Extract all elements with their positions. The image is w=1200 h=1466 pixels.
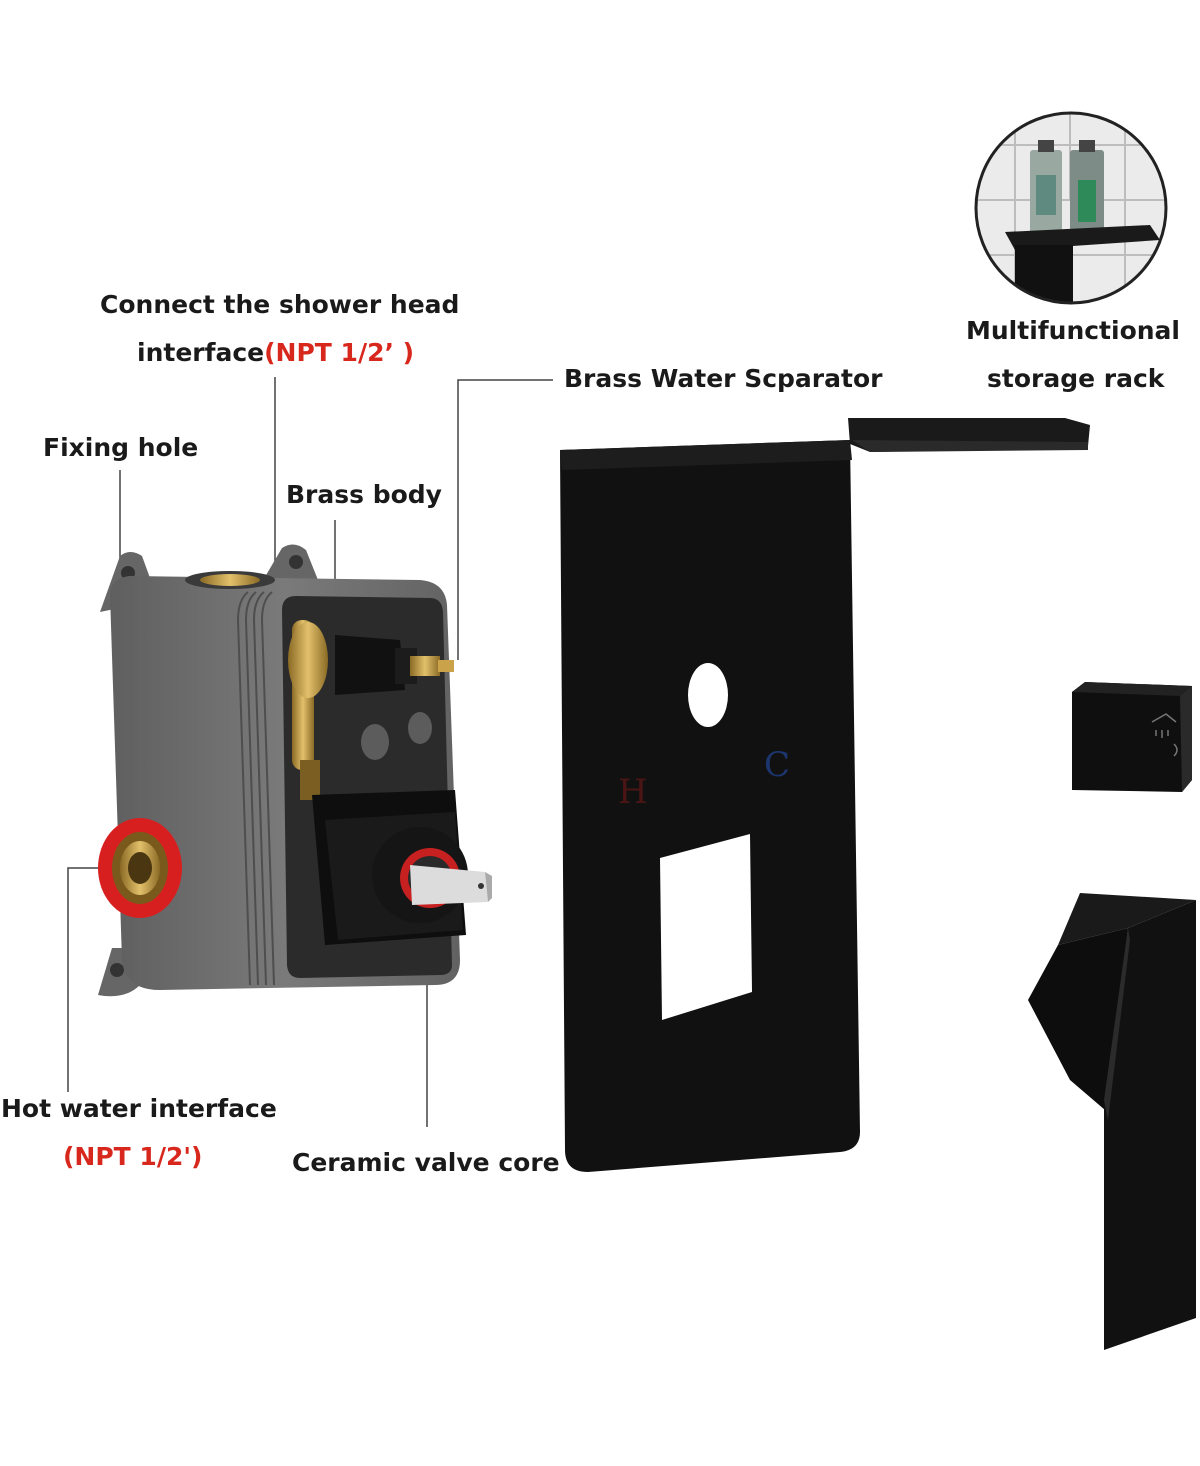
shower-head-label: Connect the shower head bbox=[100, 290, 460, 319]
hot-water-spec: (NPT 1/2') bbox=[63, 1142, 203, 1171]
ceramic-core-label: Ceramic valve core bbox=[292, 1148, 560, 1177]
fixing-hole-label: Fixing hole bbox=[43, 433, 199, 462]
lever-handle bbox=[1028, 893, 1196, 1350]
cover-plate: H C bbox=[560, 418, 1090, 1172]
storage-rack-label-line2: storage rack bbox=[987, 364, 1165, 393]
brass-body-label: Brass body bbox=[286, 480, 442, 509]
valve-box bbox=[98, 544, 492, 997]
brass-separator bbox=[288, 622, 328, 698]
plate-mark-cold: C bbox=[764, 745, 790, 785]
plate-mark-hot: H bbox=[618, 772, 648, 812]
hot-water-label: Hot water interface bbox=[1, 1094, 277, 1123]
leader-separator bbox=[457, 379, 553, 660]
shower-head-spec: (NPT 1/2’ ) bbox=[264, 338, 415, 367]
storage-rack-photo bbox=[974, 111, 1168, 305]
diverter-hole bbox=[688, 663, 728, 727]
brass-separator-label: Brass Water Scparator bbox=[564, 364, 883, 393]
handle-cutout bbox=[660, 834, 752, 1020]
shower-head-label-line2: interface(NPT 1/2’ ) bbox=[137, 338, 415, 367]
diverter-knob bbox=[1072, 682, 1192, 792]
storage-rack-label-line1: Multifunctional bbox=[966, 316, 1180, 345]
